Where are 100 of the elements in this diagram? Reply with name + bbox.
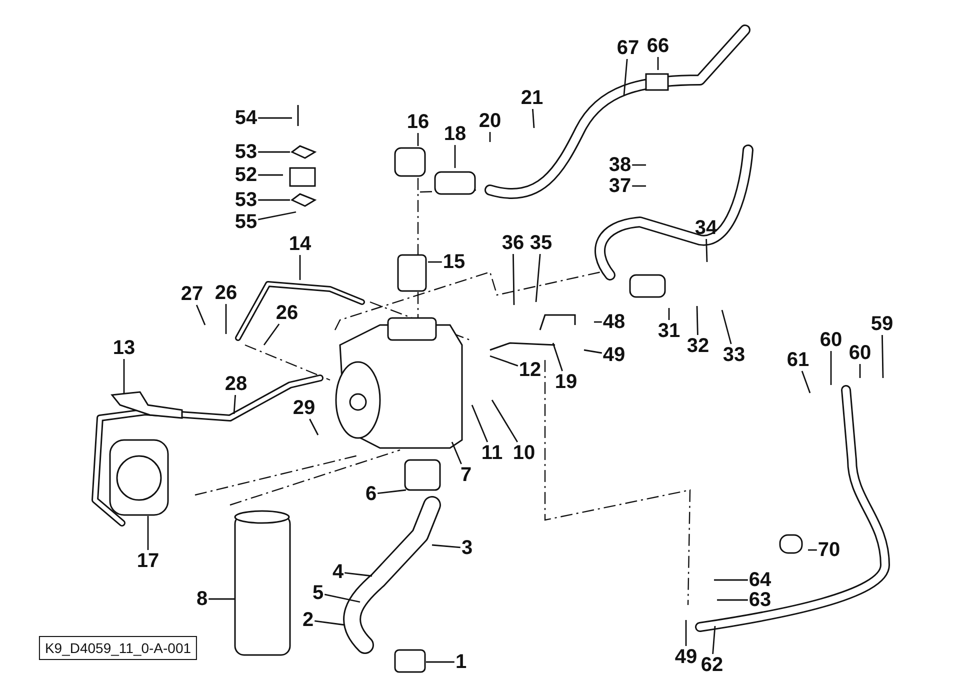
leader-line [208,598,235,600]
callout-number: 33 [722,345,746,365]
leader-line [378,489,406,494]
leader-line [491,400,518,442]
leader-line [314,620,346,626]
callout-number: 21 [520,88,544,108]
callout-number: 53 [234,190,258,210]
leader-line [258,174,283,176]
callout-number: 19 [554,372,578,392]
callout-number: 37 [608,176,632,196]
callout-number: 29 [292,398,316,418]
leader-line [685,620,687,646]
leader-line [535,254,541,302]
leader-line [233,394,236,414]
leader-line [696,306,698,336]
leader-line [258,211,296,220]
leader-line [225,304,227,334]
leader-line [859,364,861,378]
callout-number: 13 [112,338,136,358]
leader-line [594,321,602,323]
leader-line [623,58,628,96]
callout-number: 14 [288,234,312,254]
callout-number: 59 [870,314,894,334]
leader-line [258,151,290,153]
callout-number: 55 [234,212,258,232]
callout-number: 17 [136,551,160,571]
leader-line [428,261,442,263]
callout-number: 8 [196,589,208,609]
leader-line [490,355,518,366]
leader-line [532,108,535,128]
callout-number: 49 [602,345,626,365]
callout-number: 48 [602,312,626,332]
leader-line [454,145,456,168]
leader-line [808,549,817,551]
leader-line [309,418,319,436]
leader-line [830,351,832,385]
callout-number: 1 [455,652,467,672]
callout-number: 16 [406,112,430,132]
callout-number: 67 [616,38,640,58]
callout-number: 70 [818,540,840,560]
callout-number: 26 [214,283,238,303]
callout-number: 53 [234,142,258,162]
callout-number: 62 [700,655,724,675]
leader-line [668,308,670,320]
callout-number: 27 [180,284,204,304]
callout-number: 3 [461,538,473,558]
leader-line [712,626,716,654]
leader-line [489,132,491,142]
leader-line [258,117,292,119]
callout-number: 2 [302,610,314,630]
callout-number: 32 [686,336,710,356]
leader-line [299,255,301,280]
leader-line [196,304,206,326]
callout-number: 12 [518,360,542,380]
callout-number: 35 [530,233,552,253]
leader-line [471,404,488,442]
callout-number: 54 [234,108,258,128]
leader-line [632,164,646,166]
callout-number: 26 [276,303,298,323]
leader-line [263,324,280,346]
callout-number: 63 [748,590,772,610]
leader-line [801,370,811,394]
callout-number: 6 [365,484,377,504]
leader-line [123,359,125,393]
callout-number: 64 [748,570,772,590]
leader-line [451,442,462,464]
leader-line [717,599,748,601]
callout-number: 20 [478,111,502,131]
callout-number: 60 [820,330,842,350]
drawing-number: K9_D4059_11_0-A-001 [38,636,198,660]
leader-line [721,310,732,344]
leader-line [344,572,372,577]
leader-line [584,349,602,354]
callout-number: 7 [460,465,472,485]
callout-number: 52 [234,165,258,185]
leader-line [426,661,454,663]
leader-line [324,594,360,603]
callout-number: 11 [481,443,503,463]
leader-line [882,334,884,378]
callout-number: 31 [658,321,680,341]
callout-number: 15 [442,252,466,272]
leader-line [657,57,659,70]
leader-line [258,199,290,201]
callout-number: 36 [502,233,524,253]
leader-line [632,185,646,187]
callout-number: 49 [674,647,698,667]
leader-line [552,342,563,372]
leader-line [512,254,515,306]
callout-number: 18 [444,124,466,144]
callout-number: 61 [786,350,810,370]
callout-number: 4 [332,562,344,582]
leader-line [706,238,708,262]
callout-number: 60 [848,343,872,363]
callout-number: 66 [646,36,670,56]
leader-line [147,516,149,550]
callout-number: 5 [312,583,324,603]
leader-line [417,133,419,146]
callout-number: 38 [608,155,632,175]
callout-number: 28 [224,374,248,394]
leader-line [714,579,748,581]
